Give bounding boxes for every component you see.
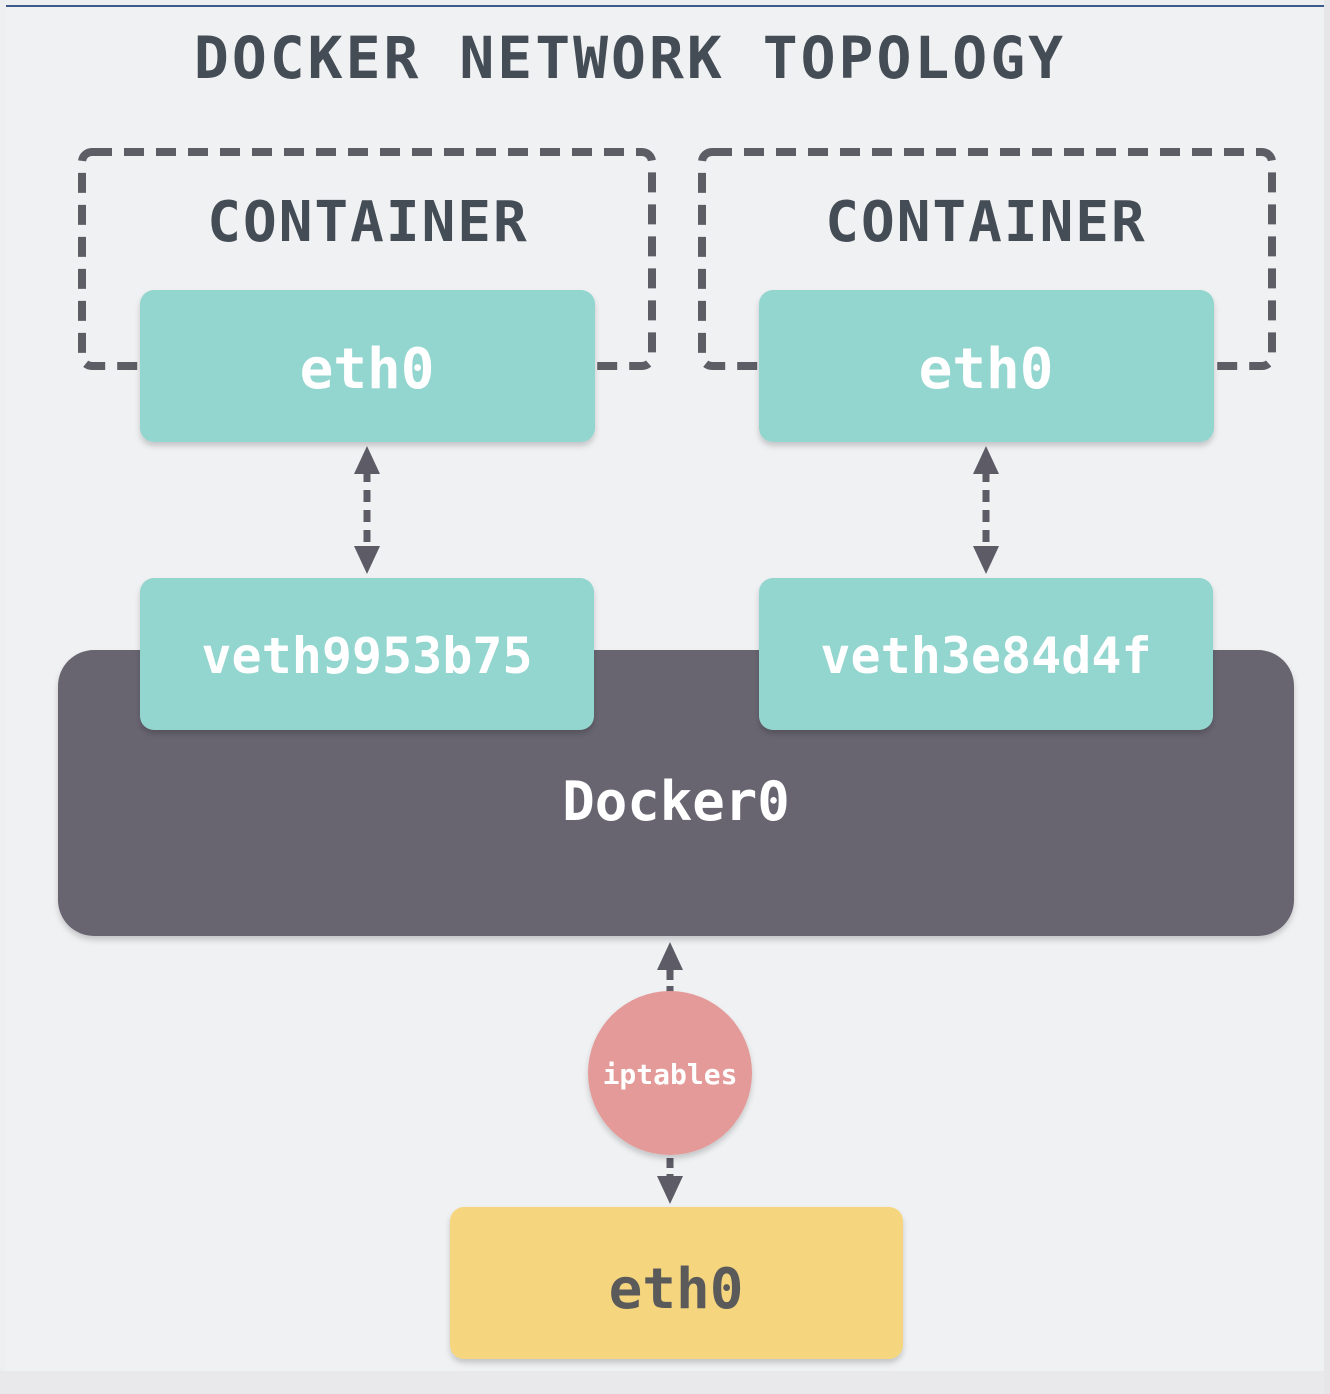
veth-right-label: veth3e84d4f [820,627,1151,685]
arrow-eth0-veth-left [354,446,380,574]
docker0-label: Docker0 [562,770,790,833]
container-eth0-left-label: eth0 [300,337,435,402]
right-edge [1324,0,1330,1394]
veth-right [759,578,1213,730]
container-boundary-right [698,148,1276,370]
container-eth0-right [759,290,1214,442]
arrow-eth0-veth-right [973,446,999,574]
bottom-edge [0,1371,1330,1394]
iptables-label: iptables [603,1058,738,1091]
veth-left [140,578,594,730]
container-label-left: CONTAINER [207,190,528,255]
iptables-node [588,991,752,1155]
container-boundary-left [78,148,656,370]
container-label-right: CONTAINER [825,190,1146,255]
host-eth0 [450,1207,903,1359]
host-eth0-label: eth0 [609,1257,744,1322]
diagram-title: DOCKER NETWORK TOPOLOGY [194,24,1066,92]
arrow-docker0-iptables [657,942,683,992]
container-eth0-right-label: eth0 [919,337,1054,402]
veth-left-label: veth9953b75 [201,627,532,685]
container-eth0-left [140,290,595,442]
arrow-iptables-host [657,1158,683,1204]
